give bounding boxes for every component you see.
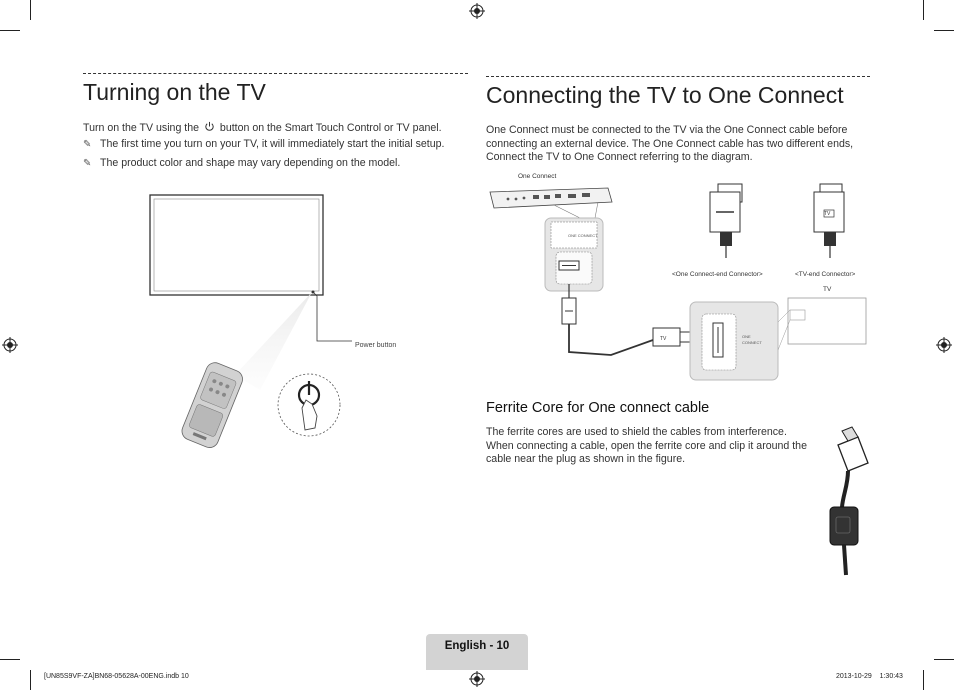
section-rule [486,76,870,77]
ferrite-text: The ferrite cores are used to shield the… [486,426,807,465]
intro-before: Turn on the TV using the [83,122,200,134]
note-text: The product color and shape may vary dep… [100,156,401,169]
registration-mark-icon [469,3,485,19]
registration-mark-icon [936,337,952,353]
power-button-label: Power button [355,342,397,349]
one-connect-end-label: <One Connect-end Connector> [672,271,763,278]
timestamp: 2013-10-29 1:30:43 [836,673,903,680]
section-title-turning-on: Turning on the TV [83,79,266,105]
crop-mark [923,0,924,20]
power-icon [205,121,214,131]
svg-text:TV: TV [660,336,667,342]
registration-mark-icon [2,337,18,353]
ferrite-title: Ferrite Core for One connect cable [486,400,710,416]
crop-mark [934,30,954,31]
tv-plug-text: TV [824,211,831,217]
page-label: English - 10 [444,640,510,652]
crop-mark [30,0,31,20]
ferrite-core-illustration [829,426,869,576]
tv-remote-illustration [149,194,352,448]
svg-text:ONE CONNECT: ONE CONNECT [568,233,598,238]
one-connect-diagram: ONE CONNECT TV ONE CONNECT [489,183,867,381]
file-info: [UN85S9VF-ZA]BN68-05628A-00ENG.indb 10 [44,673,189,680]
note-pencil-icon: ✎ [83,139,92,150]
one-connect-label: One Connect [518,173,557,180]
svg-text:CONNECT: CONNECT [742,340,762,345]
note-text: The first time you turn on your TV, it w… [100,138,445,150]
note-item: ✎ The first time you turn on your TV, it… [83,138,473,152]
intro-after: button on the Smart Touch Control or TV … [219,122,442,134]
note-item: ✎ The product color and shape may vary d… [83,157,473,171]
crop-mark [923,670,924,690]
turn-on-instruction: Turn on the TV using the button on the S… [83,121,468,136]
crop-mark [0,659,20,660]
registration-mark-icon [469,671,485,687]
section-rule [83,73,468,74]
note-pencil-icon: ✎ [83,157,92,169]
svg-text:ONE: ONE [742,334,751,339]
tv-label: TV [823,286,832,293]
crop-mark [30,670,31,690]
crop-mark [934,659,954,660]
one-connect-intro: One Connect must be connected to the TV … [486,124,854,163]
crop-mark [0,30,20,31]
tv-end-label: <TV-end Connector> [795,271,856,278]
notes-list: ✎ The first time you turn on your TV, it… [83,138,473,170]
page-number-tab: English - 10 [426,634,528,670]
section-title-one-connect: Connecting the TV to One Connect [486,82,844,108]
